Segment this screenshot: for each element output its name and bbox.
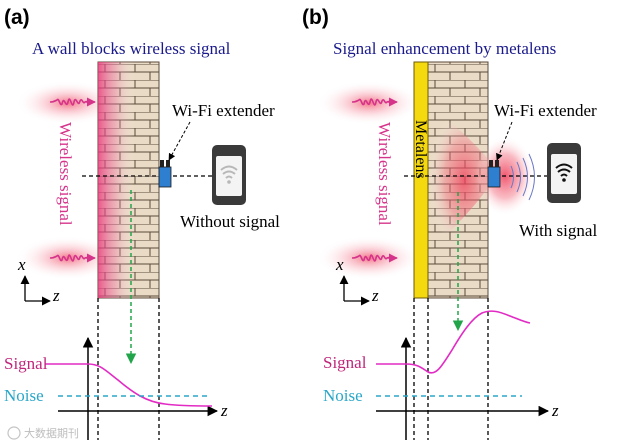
focused-beam-glow [428, 110, 500, 250]
panel-a-title: A wall blocks wireless signal [32, 39, 231, 58]
signal-label-a: Signal [4, 354, 48, 373]
radiation-arcs [510, 153, 535, 201]
incoming-glow-bottom [317, 236, 421, 280]
watermark-text: 大数据期刊 [24, 426, 79, 440]
extender-antenna-icon [166, 160, 170, 167]
noise-label-a: Noise [4, 386, 44, 405]
wifi-extender-icon [158, 166, 172, 188]
phone-icon [212, 145, 246, 205]
metalens-label: Metalens [412, 120, 429, 179]
axis-z-label: z [52, 286, 60, 305]
panel-b-label: (b) [302, 6, 329, 29]
panel-b: (b) Signal enhancement by metalens Metal… [302, 6, 597, 440]
extender-label: Wi-Fi extender [172, 101, 275, 120]
plot-b-z-label: z [551, 401, 559, 420]
panel-b-title: Signal enhancement by metalens [333, 39, 556, 58]
signal-curve-b [376, 310, 531, 374]
wireless-signal-label: Wireless signal [375, 122, 394, 226]
signal-label-b: Signal [323, 353, 367, 372]
extender-antenna-icon [489, 160, 493, 167]
plot-a-z-label: z [220, 401, 228, 420]
axis-x-label: x [335, 255, 344, 274]
extender-antenna-icon [160, 160, 164, 167]
phone-icon [547, 143, 581, 203]
axis-x-label: x [17, 255, 26, 274]
axis-z-label: z [371, 286, 379, 305]
wireless-signal-label: Wireless signal [56, 122, 75, 226]
phone-status-label: With signal [519, 221, 597, 240]
panel-a-label: (a) [4, 6, 30, 29]
phone-status-label: Without signal [180, 212, 280, 231]
wall-absorption-tint [98, 62, 159, 298]
noise-label-b: Noise [323, 386, 363, 405]
signal-curve-a [45, 363, 213, 407]
panel-a: (a) A wall blocks wireless signal Wirele… [4, 6, 280, 440]
extender-antenna-icon [495, 160, 499, 167]
metalens-plate [413, 61, 429, 299]
watermark: 大数据期刊 [7, 426, 79, 440]
extender-label: Wi-Fi extender [494, 101, 597, 120]
wifi-extender-icon [487, 166, 501, 188]
